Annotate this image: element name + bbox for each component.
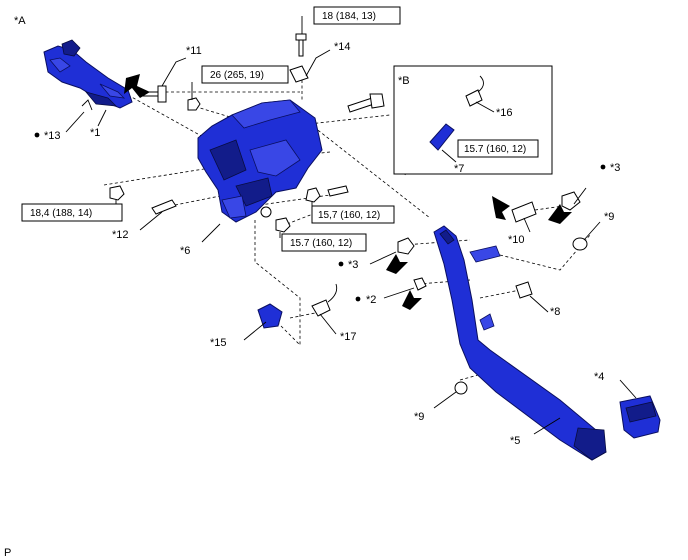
torque-box-5	[311, 205, 395, 224]
torque-spec-4: 18,4 (188, 14)	[30, 208, 92, 219]
torque-box-3	[457, 139, 539, 158]
callout-5: *5	[510, 435, 520, 447]
pedal-pad	[619, 395, 661, 439]
callout-7: *7	[454, 163, 464, 175]
pedal-bracket	[197, 99, 323, 223]
callout-3a: *3	[610, 162, 620, 174]
assembly-arrows	[124, 74, 572, 310]
callout-9a: *9	[604, 211, 614, 223]
torque-spec-5: 15,7 (160, 12)	[318, 210, 380, 221]
callout-labels: *11 *14 *16 *7 *13 *1 *12 *6 *3 *9 *10 *…	[44, 41, 620, 447]
corner-mark: P	[4, 547, 11, 559]
clutch-pedal	[433, 225, 607, 461]
torque-spec-1: 18 (184, 13)	[322, 11, 376, 22]
inset-sensor	[429, 123, 455, 151]
callout-3b: *3	[348, 259, 358, 271]
callout-17: *17	[340, 331, 357, 343]
torque-box-2	[201, 65, 289, 84]
callout-12: *12	[112, 229, 129, 241]
clip-part	[81, 99, 93, 111]
callout-16: *16	[496, 107, 513, 119]
view-label-a: *A	[14, 15, 26, 27]
torque-box-6	[281, 233, 367, 252]
callout-6: *6	[180, 245, 190, 257]
callout-10: *10	[508, 234, 525, 246]
detail-inset-frame	[393, 65, 553, 175]
torque-spec-2: 26 (265, 19)	[210, 70, 264, 81]
callout-15: *15	[210, 337, 227, 349]
callout-11: *11	[186, 45, 202, 57]
callout-1: *1	[90, 127, 100, 139]
pedal-switch	[257, 303, 283, 329]
callout-2: *2	[366, 294, 376, 306]
torque-spec-6: 15.7 (160, 12)	[290, 238, 352, 249]
callout-4: *4	[594, 371, 604, 383]
callout-14: *14	[334, 41, 351, 53]
view-label-b: *B	[398, 75, 410, 87]
inset-connector	[465, 89, 483, 107]
callout-9b: *9	[414, 411, 424, 423]
torque-box-1	[313, 6, 401, 25]
fasteners	[109, 33, 588, 395]
torque-specs: 18 (184, 13) 26 (265, 19) 15.7 (160, 12)…	[21, 6, 539, 252]
clutch-master-cylinder	[43, 39, 133, 109]
callout-8: *8	[550, 306, 560, 318]
torque-spec-3: 15.7 (160, 12)	[464, 144, 526, 155]
leader-lines	[65, 49, 637, 435]
torque-box-4	[21, 203, 123, 222]
bullet-dots	[34, 132, 606, 302]
callout-13: *13	[44, 130, 61, 142]
